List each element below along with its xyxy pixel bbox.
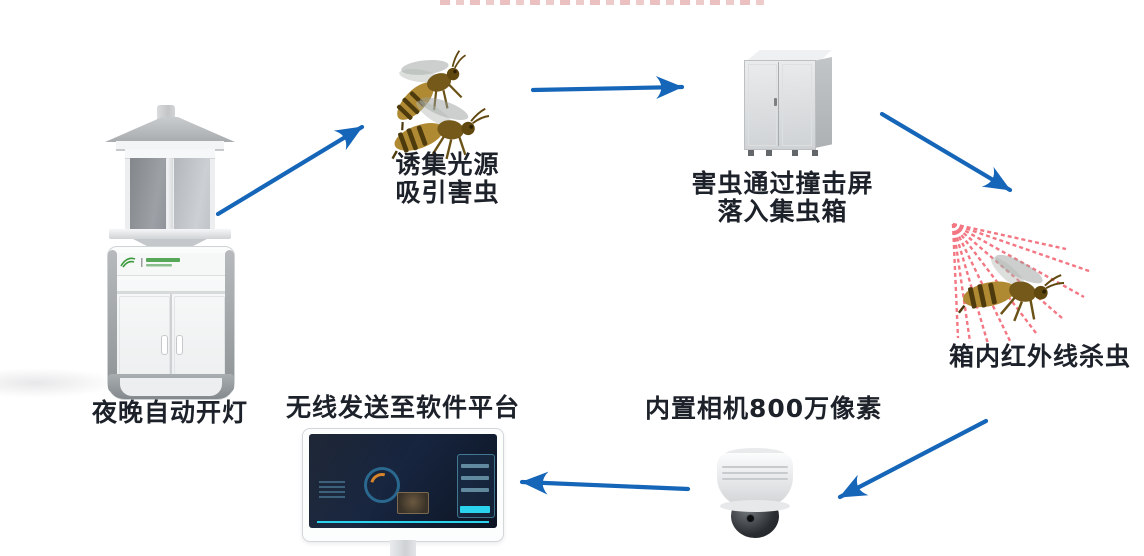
monitor-icon [302,428,512,556]
cropped-title-fragment [440,0,770,5]
label-infrared: 箱内红外线杀虫 [948,342,1131,371]
dome-camera-icon [710,448,800,556]
arrow-wasps-to-cabinet [530,76,685,100]
camera-lens [746,514,755,523]
trap-glass-right [174,158,210,230]
brand-logo-icon [120,257,180,268]
monitor-stand-neck [390,540,416,556]
screen-insect-photo [397,492,429,514]
screen-gauge-icon [364,467,400,503]
label-attract: 诱集光源 吸引害虫 [375,151,520,207]
infrared-wasp-icon [948,231,1086,348]
screen-cyan-button [460,506,490,513]
trap-glass-left [130,158,166,230]
label-collect: 害虫通过撞击屏 落入集虫箱 [665,170,900,226]
trap-tray [109,229,231,239]
label-collect-line1: 害虫通过撞击屏 [691,169,874,198]
brand-logo-band [117,253,225,276]
label-platform: 无线发送至软件平台 [285,393,520,422]
ground-shadow [0,368,120,398]
label-attract-line2: 吸引害虫 [395,178,500,207]
cabinet-handle [774,98,777,106]
collection-cabinet-icon [740,50,836,162]
arrow-trap-to-wasps [215,124,365,217]
trap-roof [105,117,235,142]
monitor-screen [309,434,497,528]
trap-center-post [167,158,173,230]
insect-trap-lamp-icon [105,103,235,403]
screen-bottom-line [317,521,489,523]
trap-lamp-section [125,149,215,233]
label-trap: 夜晚自动开灯 [91,398,248,427]
label-collect-line2: 落入集虫箱 [717,197,848,226]
trap-handle-right [176,335,183,355]
trap-handle-left [161,335,168,355]
label-camera: 内置相机800万像素 [645,394,883,423]
trap-cabinet [107,246,235,400]
arrow-camera-to-monitor [519,471,691,495]
arrow-infrared-to-camera [837,418,989,500]
arrow-cabinet-to-infrared [879,111,1013,193]
label-attract-line1: 诱集光源 [395,150,500,179]
screen-text-block [319,481,345,499]
trap-funnel [133,239,207,248]
